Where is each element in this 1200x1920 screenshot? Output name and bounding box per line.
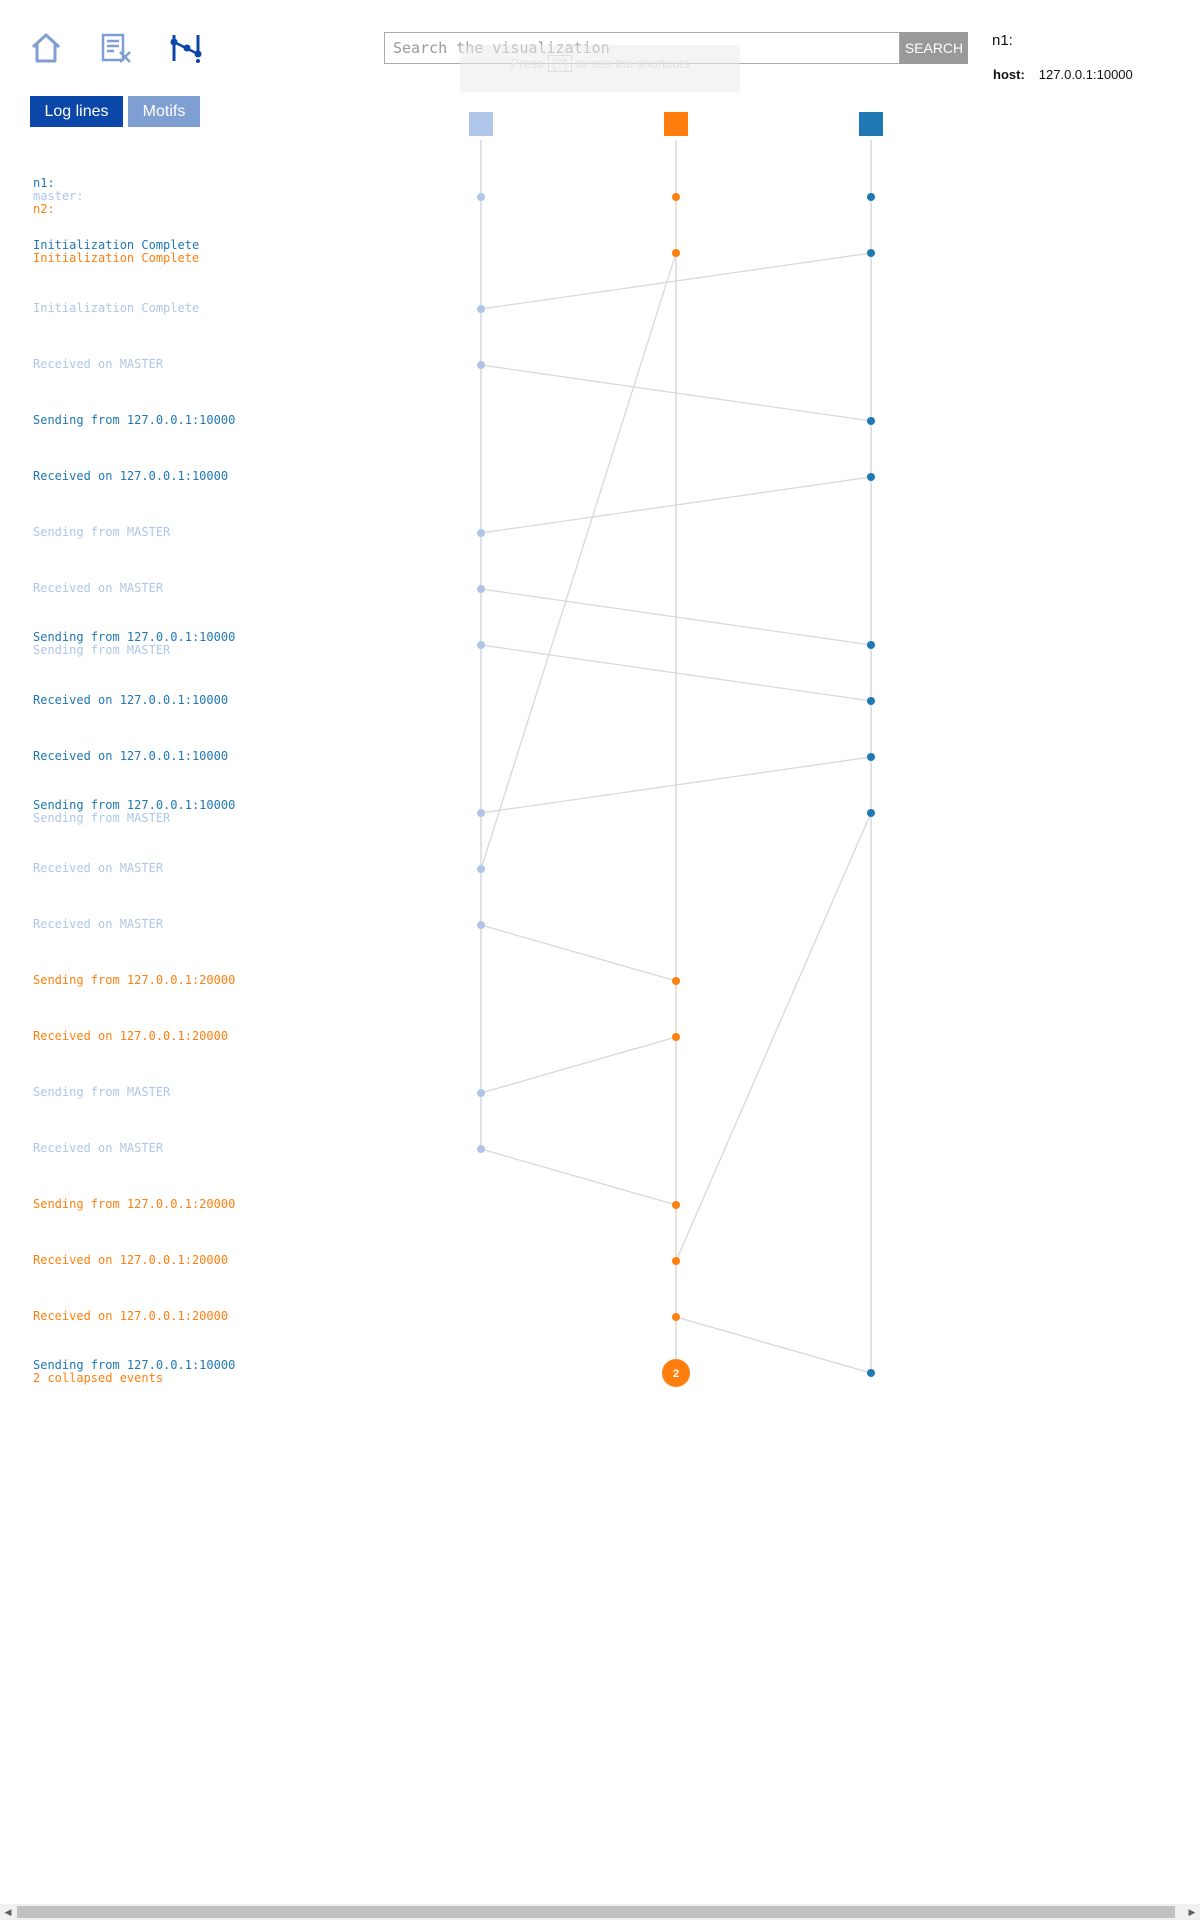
event-node[interactable] <box>477 305 485 313</box>
message-edge <box>480 588 872 646</box>
hint-suffix: to see the shortcuts <box>576 56 690 71</box>
event-node[interactable] <box>672 193 680 201</box>
message-edge <box>480 364 872 422</box>
event-node[interactable] <box>867 193 875 201</box>
log-line[interactable]: n1: <box>33 175 55 190</box>
log-line[interactable]: Sending from 127.0.0.1:10000 <box>33 412 236 427</box>
log-line[interactable]: Initialization Complete <box>33 251 200 265</box>
message-edge <box>675 812 872 1262</box>
log-line[interactable]: Sending from MASTER <box>33 811 171 825</box>
event-node[interactable] <box>672 1257 680 1265</box>
event-node[interactable] <box>867 473 875 481</box>
host-info-value: 127.0.0.1:10000 <box>1038 67 1133 82</box>
event-node[interactable] <box>867 1369 875 1377</box>
log-line[interactable]: Received on MASTER <box>33 916 164 931</box>
event-node[interactable] <box>867 697 875 705</box>
message-edge <box>480 1148 677 1206</box>
message-edge <box>480 252 677 870</box>
log-line[interactable]: Received on 127.0.0.1:20000 <box>33 1252 229 1267</box>
log-line[interactable]: 2 collapsed events <box>33 1371 164 1385</box>
event-node[interactable] <box>867 641 875 649</box>
event-node[interactable] <box>477 641 485 649</box>
collapsed-count: 2 <box>673 1368 679 1380</box>
log-line[interactable]: master: <box>33 188 84 203</box>
host-info-title: n1: <box>992 32 1013 49</box>
log-line[interactable]: Sending from 127.0.0.1:20000 <box>33 972 236 987</box>
event-node[interactable] <box>672 1033 680 1041</box>
host-box-n2[interactable] <box>664 112 688 136</box>
event-node[interactable] <box>477 193 485 201</box>
host-box-master[interactable] <box>469 112 493 136</box>
log-line[interactable]: Initialization Complete <box>33 238 200 252</box>
log-line[interactable]: Received on MASTER <box>33 1140 164 1155</box>
log-line[interactable]: Received on 127.0.0.1:10000 <box>33 468 229 483</box>
log-line[interactable]: Initialization Complete <box>33 300 200 315</box>
host-info-key: host: <box>993 67 1025 82</box>
message-edge <box>675 1316 872 1374</box>
hint-key: [?] <box>547 55 573 72</box>
message-edge <box>480 1036 677 1094</box>
log-line[interactable]: Received on 127.0.0.1:10000 <box>33 748 229 763</box>
message-edge <box>480 252 872 310</box>
event-node[interactable] <box>477 921 485 929</box>
event-node[interactable] <box>477 361 485 369</box>
event-node[interactable] <box>477 585 485 593</box>
visualization-icon[interactable] <box>168 30 204 66</box>
event-node[interactable] <box>867 809 875 817</box>
host-info-row: host: 127.0.0.1:10000 <box>993 67 1133 82</box>
scroll-right-icon[interactable]: ▶ <box>1188 1906 1196 1917</box>
log-line[interactable]: Received on 127.0.0.1:20000 <box>33 1028 229 1043</box>
event-node[interactable] <box>867 417 875 425</box>
tab-log-lines[interactable]: Log lines <box>30 96 123 127</box>
log-line[interactable]: Sending from MASTER <box>33 524 171 539</box>
event-node[interactable] <box>477 1145 485 1153</box>
log-line[interactable]: Sending from 127.0.0.1:10000 <box>33 798 236 812</box>
event-node[interactable] <box>477 529 485 537</box>
shortcut-hint: Press [?] to see the shortcuts <box>460 45 740 92</box>
event-node[interactable] <box>867 753 875 761</box>
event-node[interactable] <box>672 1313 680 1321</box>
horizontal-scrollbar[interactable]: ◀ ▶ <box>0 1904 1200 1920</box>
message-edge <box>480 476 872 534</box>
scroll-thumb[interactable] <box>17 1906 1175 1918</box>
search-button[interactable]: SEARCH <box>900 32 968 64</box>
event-node[interactable] <box>672 1201 680 1209</box>
log-line[interactable]: Received on MASTER <box>33 356 164 371</box>
collapsed-events-node[interactable] <box>662 1359 690 1387</box>
log-input-icon[interactable] <box>98 30 134 66</box>
log-line[interactable]: Sending from MASTER <box>33 1084 171 1099</box>
space-time-diagram: 2 <box>469 112 883 1387</box>
message-edge <box>480 924 677 982</box>
log-line[interactable]: Sending from 127.0.0.1:10000 <box>33 630 236 644</box>
log-line[interactable]: Sending from MASTER <box>33 643 171 657</box>
event-node[interactable] <box>477 865 485 873</box>
scroll-left-icon[interactable]: ◀ <box>4 1906 12 1917</box>
hint-prefix: Press <box>510 56 544 71</box>
event-node[interactable] <box>672 977 680 985</box>
event-node[interactable] <box>477 809 485 817</box>
log-line[interactable]: Received on MASTER <box>33 860 164 875</box>
log-line[interactable]: Received on 127.0.0.1:20000 <box>33 1308 229 1323</box>
home-icon[interactable] <box>28 30 64 66</box>
message-edge <box>480 644 872 702</box>
log-line[interactable]: Received on MASTER <box>33 580 164 595</box>
log-line[interactable]: Sending from 127.0.0.1:10000 <box>33 1358 236 1372</box>
event-node[interactable] <box>867 249 875 257</box>
message-edge <box>480 756 872 814</box>
host-box-n1[interactable] <box>859 112 883 136</box>
log-line[interactable]: Sending from 127.0.0.1:20000 <box>33 1196 236 1211</box>
event-node[interactable] <box>672 249 680 257</box>
event-node[interactable] <box>477 1089 485 1097</box>
tab-motifs[interactable]: Motifs <box>128 96 200 127</box>
log-line[interactable]: n2: <box>33 201 55 216</box>
log-line[interactable]: Received on 127.0.0.1:10000 <box>33 692 229 707</box>
